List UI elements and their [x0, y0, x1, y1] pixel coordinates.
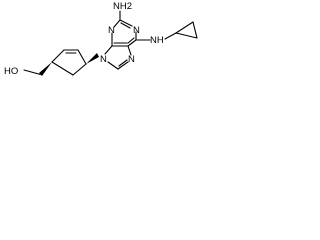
- bond-n9-c8: [107, 61, 119, 70]
- bond-c6-c5-double: [127, 37, 135, 44]
- bond-cp3-cp1: [175, 32, 198, 39]
- cyclopropyl-ring: [175, 21, 198, 39]
- bond-c3-c4: [77, 49, 87, 65]
- n7-label: N: [128, 54, 135, 65]
- bond-cp1-cp2: [175, 21, 194, 34]
- bond-cp2-cp3: [192, 21, 198, 39]
- wedge-bond-n9: [86, 53, 99, 64]
- bond-c6-c5: [127, 39, 137, 47]
- hydroxyl-label: HO: [4, 66, 18, 77]
- amine-label: NH2: [113, 1, 132, 12]
- bond-c8-n7: [117, 61, 129, 70]
- cyclopentene-ring: [51, 49, 87, 76]
- bond-n3-c2: [113, 19, 121, 28]
- bond-c1-c2: [51, 49, 65, 63]
- bond-c8-n7-double: [118, 59, 128, 67]
- n1-label: N: [133, 25, 140, 36]
- bond-c4-c5: [72, 63, 87, 76]
- pyrimidine-ring: [111, 19, 137, 47]
- bond-ch2-o: [23, 69, 42, 76]
- imidazole-ring: [104, 45, 132, 70]
- wedge-bond-ch2: [39, 62, 52, 76]
- n9-label: N: [100, 54, 107, 65]
- molecule-structure: HO NH2 N N N N NH: [4, 1, 198, 77]
- n3-label: N: [108, 25, 115, 36]
- bond-c2-n1-double: [120, 22, 131, 29]
- bond-c2-n1: [119, 19, 133, 27]
- cyclopropylamine-label: NH: [150, 35, 164, 46]
- bond-c4-n9: [104, 45, 113, 55]
- bond-n7-c5: [127, 45, 132, 56]
- bond-nh-cp: [164, 32, 177, 40]
- bond-c5-c1: [51, 61, 74, 76]
